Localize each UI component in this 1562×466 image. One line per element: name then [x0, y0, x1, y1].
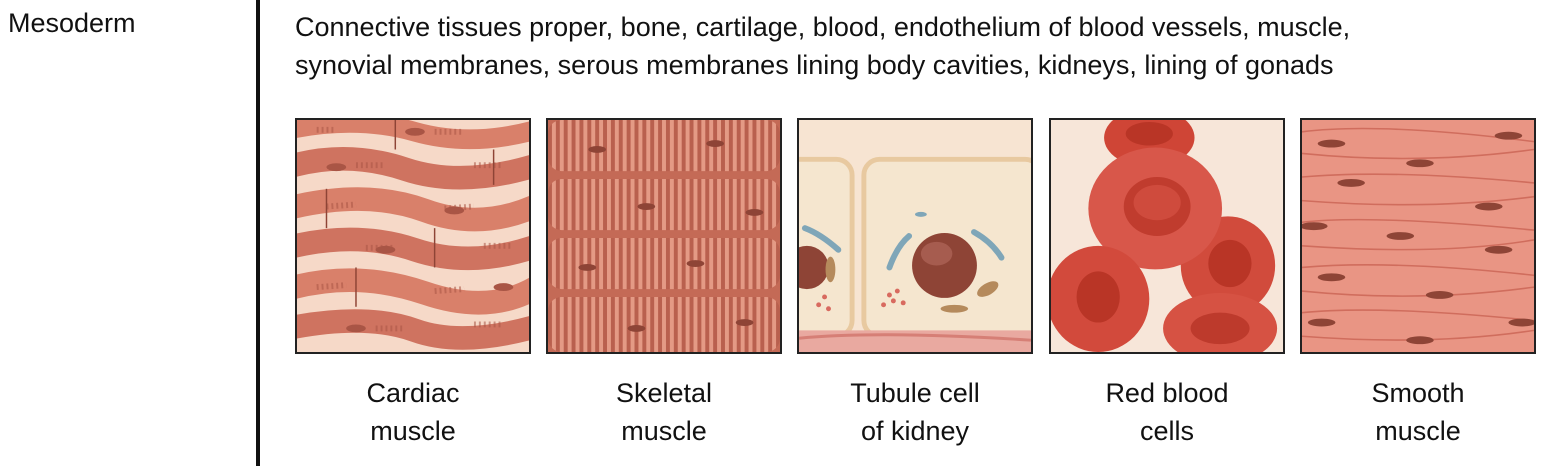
derivatives-line-2: synovial membranes, serous membranes lin…	[295, 50, 1334, 80]
caption-line-2: cells	[1139, 416, 1194, 446]
tissue-caption-kidney-tubule-cell: Tubule cell of kidney	[797, 374, 1033, 450]
caption-line-2: of kidney	[860, 416, 970, 446]
caption-line-2: muscle	[370, 416, 456, 446]
caption-line-2: muscle	[621, 416, 707, 446]
tissue-caption-smooth-muscle: Smooth muscle	[1300, 374, 1536, 450]
tissue-caption-red-blood-cells: Red blood cells	[1049, 374, 1285, 450]
caption-line-1: Red blood	[1105, 378, 1229, 408]
red-blood-cells-illustration	[1049, 118, 1285, 354]
caption-line-1: Cardiac	[366, 378, 460, 408]
smooth-muscle-illustration	[1300, 118, 1536, 354]
cardiac-muscle-illustration	[295, 118, 531, 354]
caption-line-2: muscle	[1375, 416, 1461, 446]
column-divider	[256, 0, 260, 466]
skeletal-muscle-illustration	[546, 118, 782, 354]
tissue-caption-skeletal-muscle: Skeletal muscle	[546, 374, 782, 450]
mesoderm-derivatives-text: Connective tissues proper, bone, cartila…	[295, 8, 1350, 84]
caption-line-1: Smooth	[1371, 378, 1465, 408]
derivatives-line-1: Connective tissues proper, bone, cartila…	[295, 12, 1351, 42]
caption-line-1: Skeletal	[615, 378, 713, 408]
tissue-caption-cardiac-muscle: Cardiac muscle	[295, 374, 531, 450]
caption-line-1: Tubule cell	[850, 378, 980, 408]
germ-layer-label: Mesoderm	[8, 8, 136, 38]
kidney-tubule-cell-illustration	[797, 118, 1033, 354]
